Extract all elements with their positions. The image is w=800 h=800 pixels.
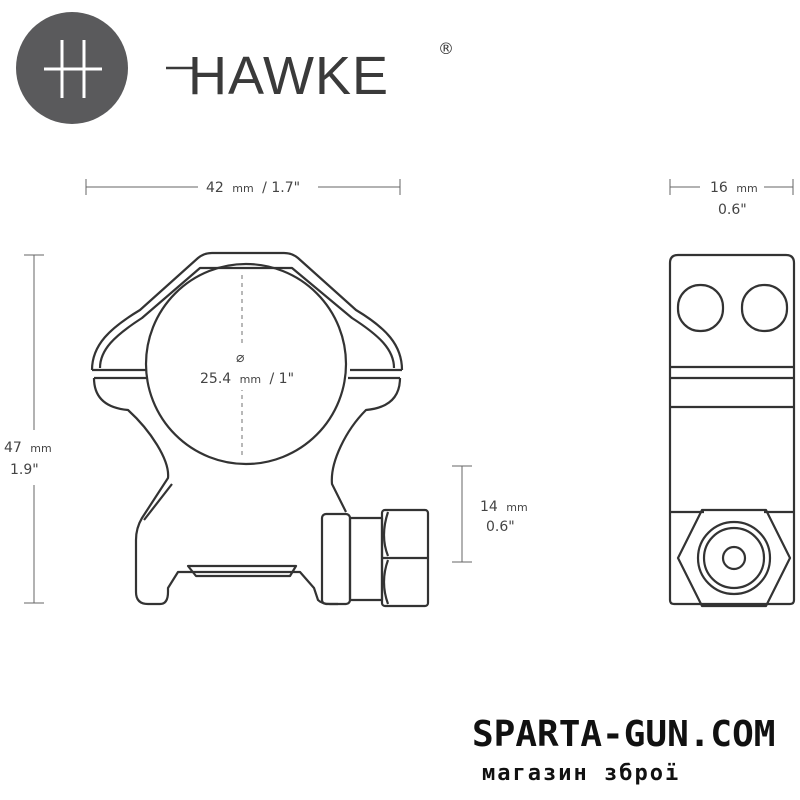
ring-bore [144, 262, 348, 466]
height-value: 47 [4, 440, 22, 456]
diameter-symbol: ⌀ [236, 350, 245, 366]
base-unit: mm [506, 501, 527, 514]
width-unit: mm [232, 182, 253, 195]
svg-text:25.4 mm / 1": 25.4 mm / 1" [200, 371, 294, 387]
depth-dimension: 16 mm 0.6" [669, 179, 794, 218]
svg-text:14 mm: 14 mm [480, 499, 528, 515]
width-imperial: / 1.7" [262, 180, 300, 196]
height-unit: mm [30, 442, 51, 455]
width-value: 42 [206, 180, 224, 196]
shop-watermark: SPARTA-GUN.COM магазин зброї [472, 714, 775, 786]
base-dimension: 14 mm 0.6" [452, 465, 528, 563]
shop-tagline: магазин зброї [482, 761, 680, 786]
ring-top-cap [90, 251, 404, 371]
shop-name: SPARTA-GUN.COM [472, 714, 775, 755]
base-imperial: 0.6" [486, 519, 515, 535]
registered-mark: ® [438, 39, 454, 58]
depth-imperial: 0.6" [718, 202, 747, 218]
brand-logo: HAWKE ® [16, 12, 454, 124]
ring-front-view: ⌀ 25.4 mm / 1" [90, 251, 430, 608]
brand-name: HAWKE [188, 46, 389, 106]
depth-unit: mm [736, 182, 757, 195]
diameter-value: 25.4 [200, 371, 231, 387]
width-dimension: 42 mm / 1.7" [85, 179, 401, 196]
screw-hole-left [676, 283, 725, 333]
svg-text:16 mm: 16 mm [710, 180, 758, 196]
clamp-nut-end [670, 508, 794, 608]
crosshair-icon [44, 40, 102, 98]
height-imperial: 1.9" [10, 462, 39, 478]
ring-side-view [668, 253, 796, 608]
clamp-nut [320, 508, 430, 608]
diameter-imperial: / 1" [270, 371, 295, 387]
ring-lower-body [92, 377, 338, 606]
svg-text:47 mm: 47 mm [4, 440, 52, 456]
base-value: 14 [480, 499, 498, 515]
depth-value: 16 [710, 180, 728, 196]
screw-hole-right [740, 283, 789, 333]
height-dimension: 47 mm 1.9" [4, 254, 52, 604]
diameter-unit: mm [240, 373, 261, 386]
svg-text:42 mm / 1.7": 42 mm / 1.7" [206, 180, 300, 196]
